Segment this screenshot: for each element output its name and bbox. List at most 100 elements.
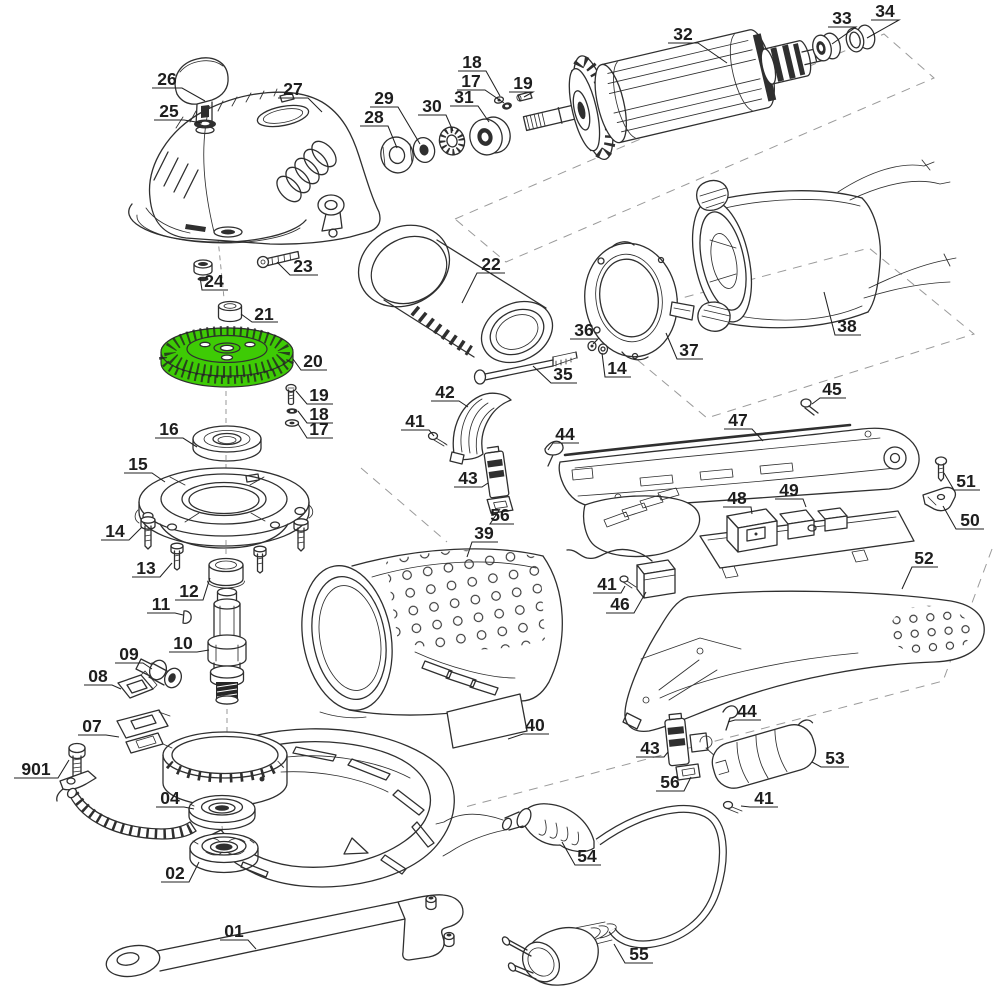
callout-leader-45 (811, 397, 846, 405)
part-callout-28: 28 (364, 107, 384, 127)
callout-leader-36 (570, 338, 600, 345)
part-901-clamp-assembly (56, 742, 198, 840)
part-callout-43: 43 (458, 468, 478, 488)
callout-leader-30 (418, 114, 454, 132)
part-callout-26: 26 (157, 69, 177, 89)
part-callout-17: 17 (309, 419, 328, 439)
part-callout-16: 16 (159, 419, 179, 439)
callout-leader-55 (613, 943, 653, 964)
part-callout-10: 10 (173, 633, 193, 653)
part-callout-25: 25 (159, 101, 179, 121)
part-40-label-plate (446, 693, 528, 749)
callout-leader-04 (156, 806, 195, 810)
callout-leader-46 (606, 591, 647, 614)
part-32-armature (522, 29, 829, 161)
part-callout-47: 47 (728, 410, 747, 430)
part-callout-44: 44 (555, 424, 575, 444)
callout-leader-17 (457, 89, 505, 104)
part-02-flange-nut (189, 832, 259, 874)
callout-leader-08 (84, 684, 122, 690)
part-callout-07: 07 (82, 716, 101, 736)
callout-leader-32 (668, 42, 728, 64)
part-47-inner-baffle (582, 487, 701, 558)
part-callout-53: 53 (825, 748, 845, 768)
callout-leader-41 (740, 805, 778, 808)
part-callout-41: 41 (597, 574, 617, 594)
callout-leader-17 (297, 423, 333, 439)
callout-leader-901 (14, 759, 70, 779)
part-callout-14: 14 (607, 358, 627, 378)
part-callout-09: 09 (119, 644, 139, 664)
callout-leader-01 (220, 939, 257, 950)
part-callout-02: 02 (165, 863, 185, 883)
part-49-actuator (779, 507, 848, 540)
part-46-capacitor (566, 548, 676, 599)
part-15-flange-plate (134, 467, 314, 549)
part-36-washers (587, 340, 609, 355)
part-callout-08: 08 (88, 666, 108, 686)
callout-leader-41 (593, 585, 626, 594)
part-08-plate (117, 670, 158, 699)
part-29-washer (412, 136, 436, 164)
callout-leader-41 (401, 429, 435, 437)
part-callout-13: 13 (136, 558, 156, 578)
callout-leader-22 (461, 272, 505, 304)
part-callout-52: 52 (914, 548, 934, 568)
callout-leader-43 (454, 482, 489, 488)
part-41-screw-a (427, 431, 448, 447)
part-callout-14: 14 (105, 521, 125, 541)
part-callout-30: 30 (422, 96, 442, 116)
part-callout-32: 32 (673, 24, 693, 44)
callout-leader-09 (115, 662, 153, 670)
part-callout-29: 29 (374, 88, 394, 108)
part-52-rear-cover (622, 590, 985, 733)
part-callout-33: 33 (832, 8, 852, 28)
callout-leader-20 (292, 358, 327, 371)
part-54-cord-guard (435, 803, 727, 949)
part-48-switch (699, 508, 915, 579)
part-43-brush-holder-b (664, 712, 690, 767)
part-17-washer (502, 102, 512, 110)
part-callout-43: 43 (640, 738, 660, 758)
part-19-screw-set (284, 383, 300, 427)
part-callout-04: 04 (160, 788, 180, 808)
part-14-screws (140, 516, 309, 552)
part-callout-37: 37 (679, 340, 698, 360)
callout-leader-42 (431, 400, 469, 408)
callout-leader-24 (199, 276, 228, 291)
callout-leader-33 (828, 26, 858, 45)
callout-leader-44 (547, 442, 579, 451)
part-26-knob (174, 57, 229, 127)
part-callout-15: 15 (128, 454, 148, 474)
callout-leader-54 (561, 841, 601, 866)
part-callout-41: 41 (405, 411, 425, 431)
part-55-plug (501, 921, 617, 986)
part-callout-18: 18 (309, 404, 329, 424)
part-callout-22: 22 (481, 254, 501, 274)
part-callout-23: 23 (293, 256, 313, 276)
part-callout-48: 48 (727, 488, 747, 508)
callout-leader-52 (901, 566, 938, 590)
callout-leader-27 (278, 97, 323, 113)
callout-leader-29 (370, 106, 421, 145)
part-callout-38: 38 (837, 316, 857, 336)
callout-leader-18 (458, 70, 501, 97)
part-43-brush-holder-a (483, 445, 510, 499)
callout-leader-35 (532, 365, 577, 384)
part-callout-46: 46 (610, 594, 630, 614)
part-41-screw-b (619, 575, 637, 589)
callout-leader-38 (823, 291, 861, 336)
part-44-spring-b (722, 705, 739, 731)
part-09-clip (135, 658, 183, 689)
callout-leader-13 (132, 562, 173, 578)
part-callout-21: 21 (254, 304, 274, 324)
part-callout-39: 39 (474, 523, 494, 543)
callout-leader-23 (276, 261, 318, 276)
part-50-clip (922, 486, 957, 512)
callout-leader-47 (724, 428, 764, 442)
callout-leader-28 (360, 125, 398, 149)
part-callout-42: 42 (435, 382, 455, 402)
part-12-spacer (207, 557, 245, 589)
part-11-pin (182, 610, 192, 624)
